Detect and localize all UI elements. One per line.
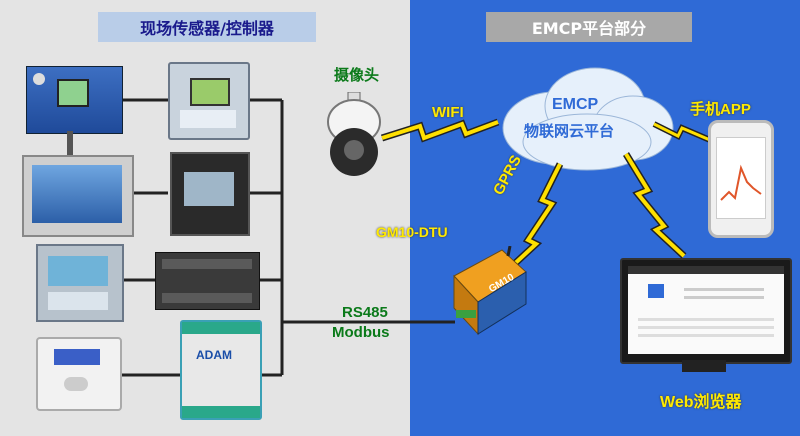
plc-module (155, 252, 260, 310)
web-browser-label: Web浏览器 (660, 394, 742, 411)
cloud-subtitle: 物联网云平台 (524, 123, 615, 140)
mobile-app-label: 手机APP (690, 101, 751, 118)
dtu-label: GM10-DTU (376, 224, 448, 240)
camera-label: 摄像头 (334, 67, 380, 84)
cloud-title: EMCP (552, 96, 599, 113)
modbus-label: Modbus (332, 324, 390, 341)
monitor-icon (620, 258, 792, 376)
adam-brand: ADAM (196, 348, 232, 362)
lightning-icon (652, 121, 712, 143)
rs485-label: RS485 (342, 304, 388, 321)
lightning-icon (380, 118, 500, 143)
wifi-label: WIFI (432, 104, 464, 121)
sensor-cabinet-blue (26, 66, 123, 159)
controller-box-lcd (36, 244, 124, 322)
dtu-icon: GM10 (448, 245, 530, 338)
temp-humidity-sensor (36, 337, 122, 411)
left-panel-title: 现场传感器/控制器 (98, 12, 316, 42)
phone-icon (708, 120, 774, 238)
touch-panel-hmi (22, 155, 134, 237)
right-panel-title: EMCP平台部分 (486, 12, 692, 42)
controller-box-grey (168, 62, 250, 140)
adam-io-module: ADAM (180, 320, 262, 420)
camera-icon (326, 91, 382, 178)
panel-meter (170, 152, 250, 236)
cloud-icon (502, 67, 674, 171)
lightning-icon (507, 162, 564, 270)
lightning-icon (623, 152, 687, 259)
